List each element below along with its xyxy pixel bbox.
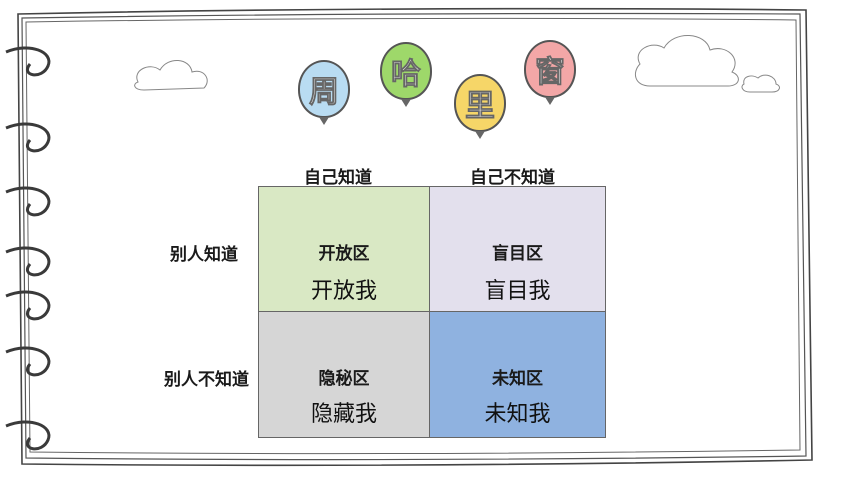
cloud-left — [134, 60, 208, 91]
quadrant-blind-title: 盲目区 — [492, 244, 543, 264]
title-balloon-3: 里 — [454, 74, 506, 132]
quadrant-hidden-title: 隐秘区 — [318, 369, 370, 389]
quadrant-unknown-title: 未知区 — [492, 369, 543, 389]
title-balloon-4: 窗 — [524, 40, 576, 98]
title-balloon-2: 哈 — [380, 42, 432, 100]
col-header-self-known: 自己知道 — [304, 168, 372, 188]
quadrant-blind: 盲目区 盲目我 — [429, 186, 606, 312]
quadrant-unknown: 未知区 未知我 — [429, 311, 606, 438]
quadrant-unknown-subtitle: 未知我 — [484, 402, 551, 427]
quadrant-open: 开放区 开放我 — [258, 186, 430, 312]
quadrant-blind-subtitle: 盲目我 — [484, 279, 551, 304]
quadrant-open-title: 开放区 — [318, 244, 370, 264]
cloud-right — [634, 35, 780, 93]
quadrant-hidden: 隐秘区 隐藏我 — [258, 311, 430, 438]
row-header-others-unknown: 别人不知道 — [164, 370, 249, 390]
col-header-self-unknown: 自己不知道 — [470, 168, 555, 188]
row-header-others-known: 别人知道 — [170, 245, 238, 265]
quadrant-open-subtitle: 开放我 — [310, 279, 377, 304]
title-balloon-1: 周 — [298, 60, 350, 118]
binding-rings — [5, 46, 51, 451]
quadrant-hidden-subtitle: 隐藏我 — [310, 402, 377, 427]
